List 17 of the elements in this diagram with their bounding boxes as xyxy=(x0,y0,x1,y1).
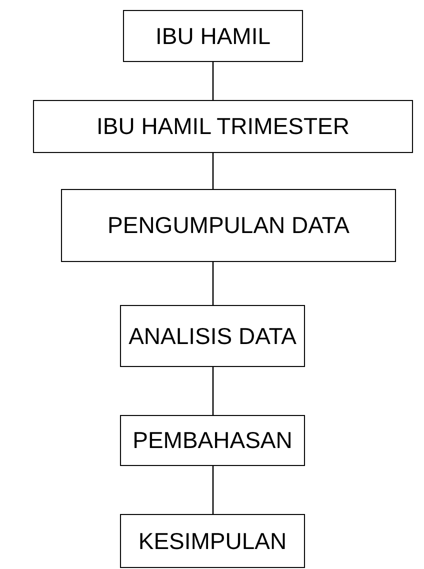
process-box xyxy=(61,189,396,262)
connector-line xyxy=(212,62,214,100)
connector-line xyxy=(212,153,214,189)
box-label: IBU HAMIL xyxy=(155,22,271,50)
box-label: PEMBAHASAN xyxy=(132,427,292,454)
box-label: KESIMPULAN xyxy=(138,528,287,554)
connector-line xyxy=(212,466,214,514)
box-label: IBU HAMIL TRIMESTER xyxy=(96,113,350,140)
process-box xyxy=(120,415,305,466)
connector-line xyxy=(212,367,214,415)
process-box xyxy=(123,10,303,62)
process-box xyxy=(120,305,305,367)
process-box xyxy=(120,514,305,568)
connector-line xyxy=(212,262,214,305)
box-label: PENGUMPULAN DATA xyxy=(108,212,350,239)
process-box xyxy=(33,100,413,153)
box-label: ANALISIS DATA xyxy=(128,322,296,350)
